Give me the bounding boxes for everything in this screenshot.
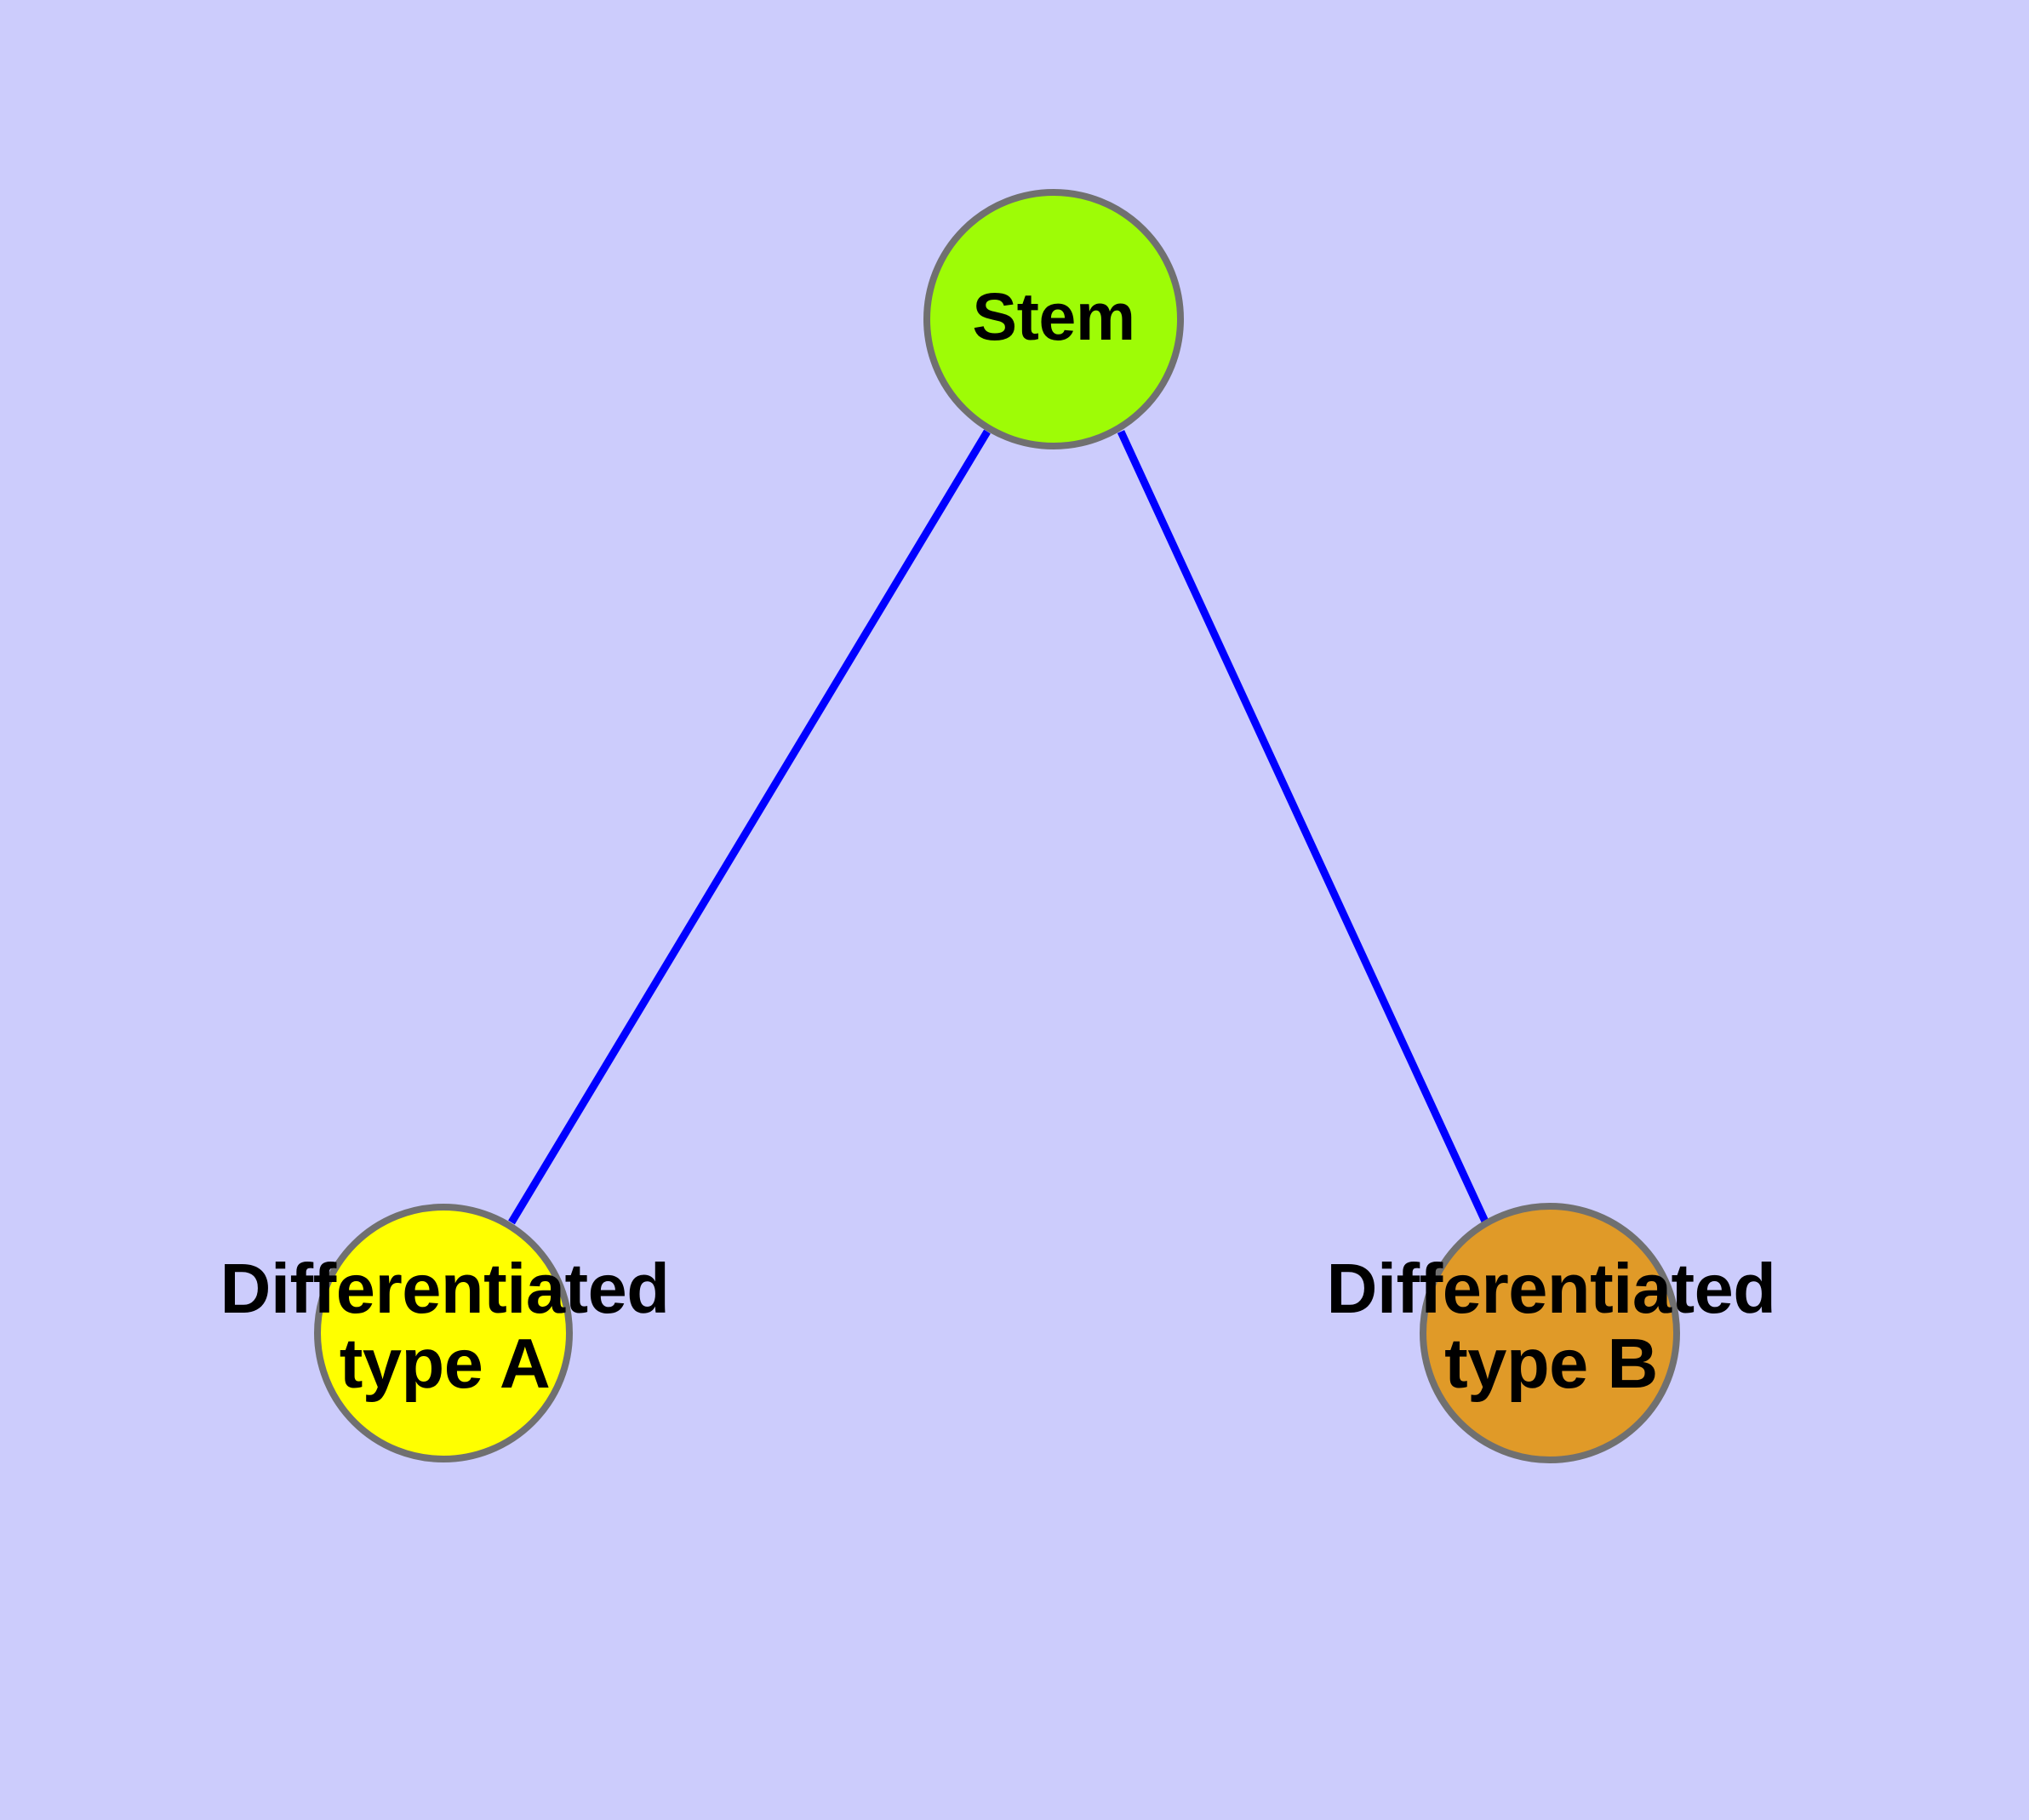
node-differentiated-type-b[interactable]: [1420, 1203, 1680, 1463]
node-differentiated-type-a[interactable]: [314, 1204, 573, 1462]
node-stem[interactable]: [923, 189, 1184, 449]
edge-stem-to-differentiated-type-a: [508, 429, 991, 1225]
edge-stem-to-differentiated-type-b: [1117, 430, 1490, 1225]
